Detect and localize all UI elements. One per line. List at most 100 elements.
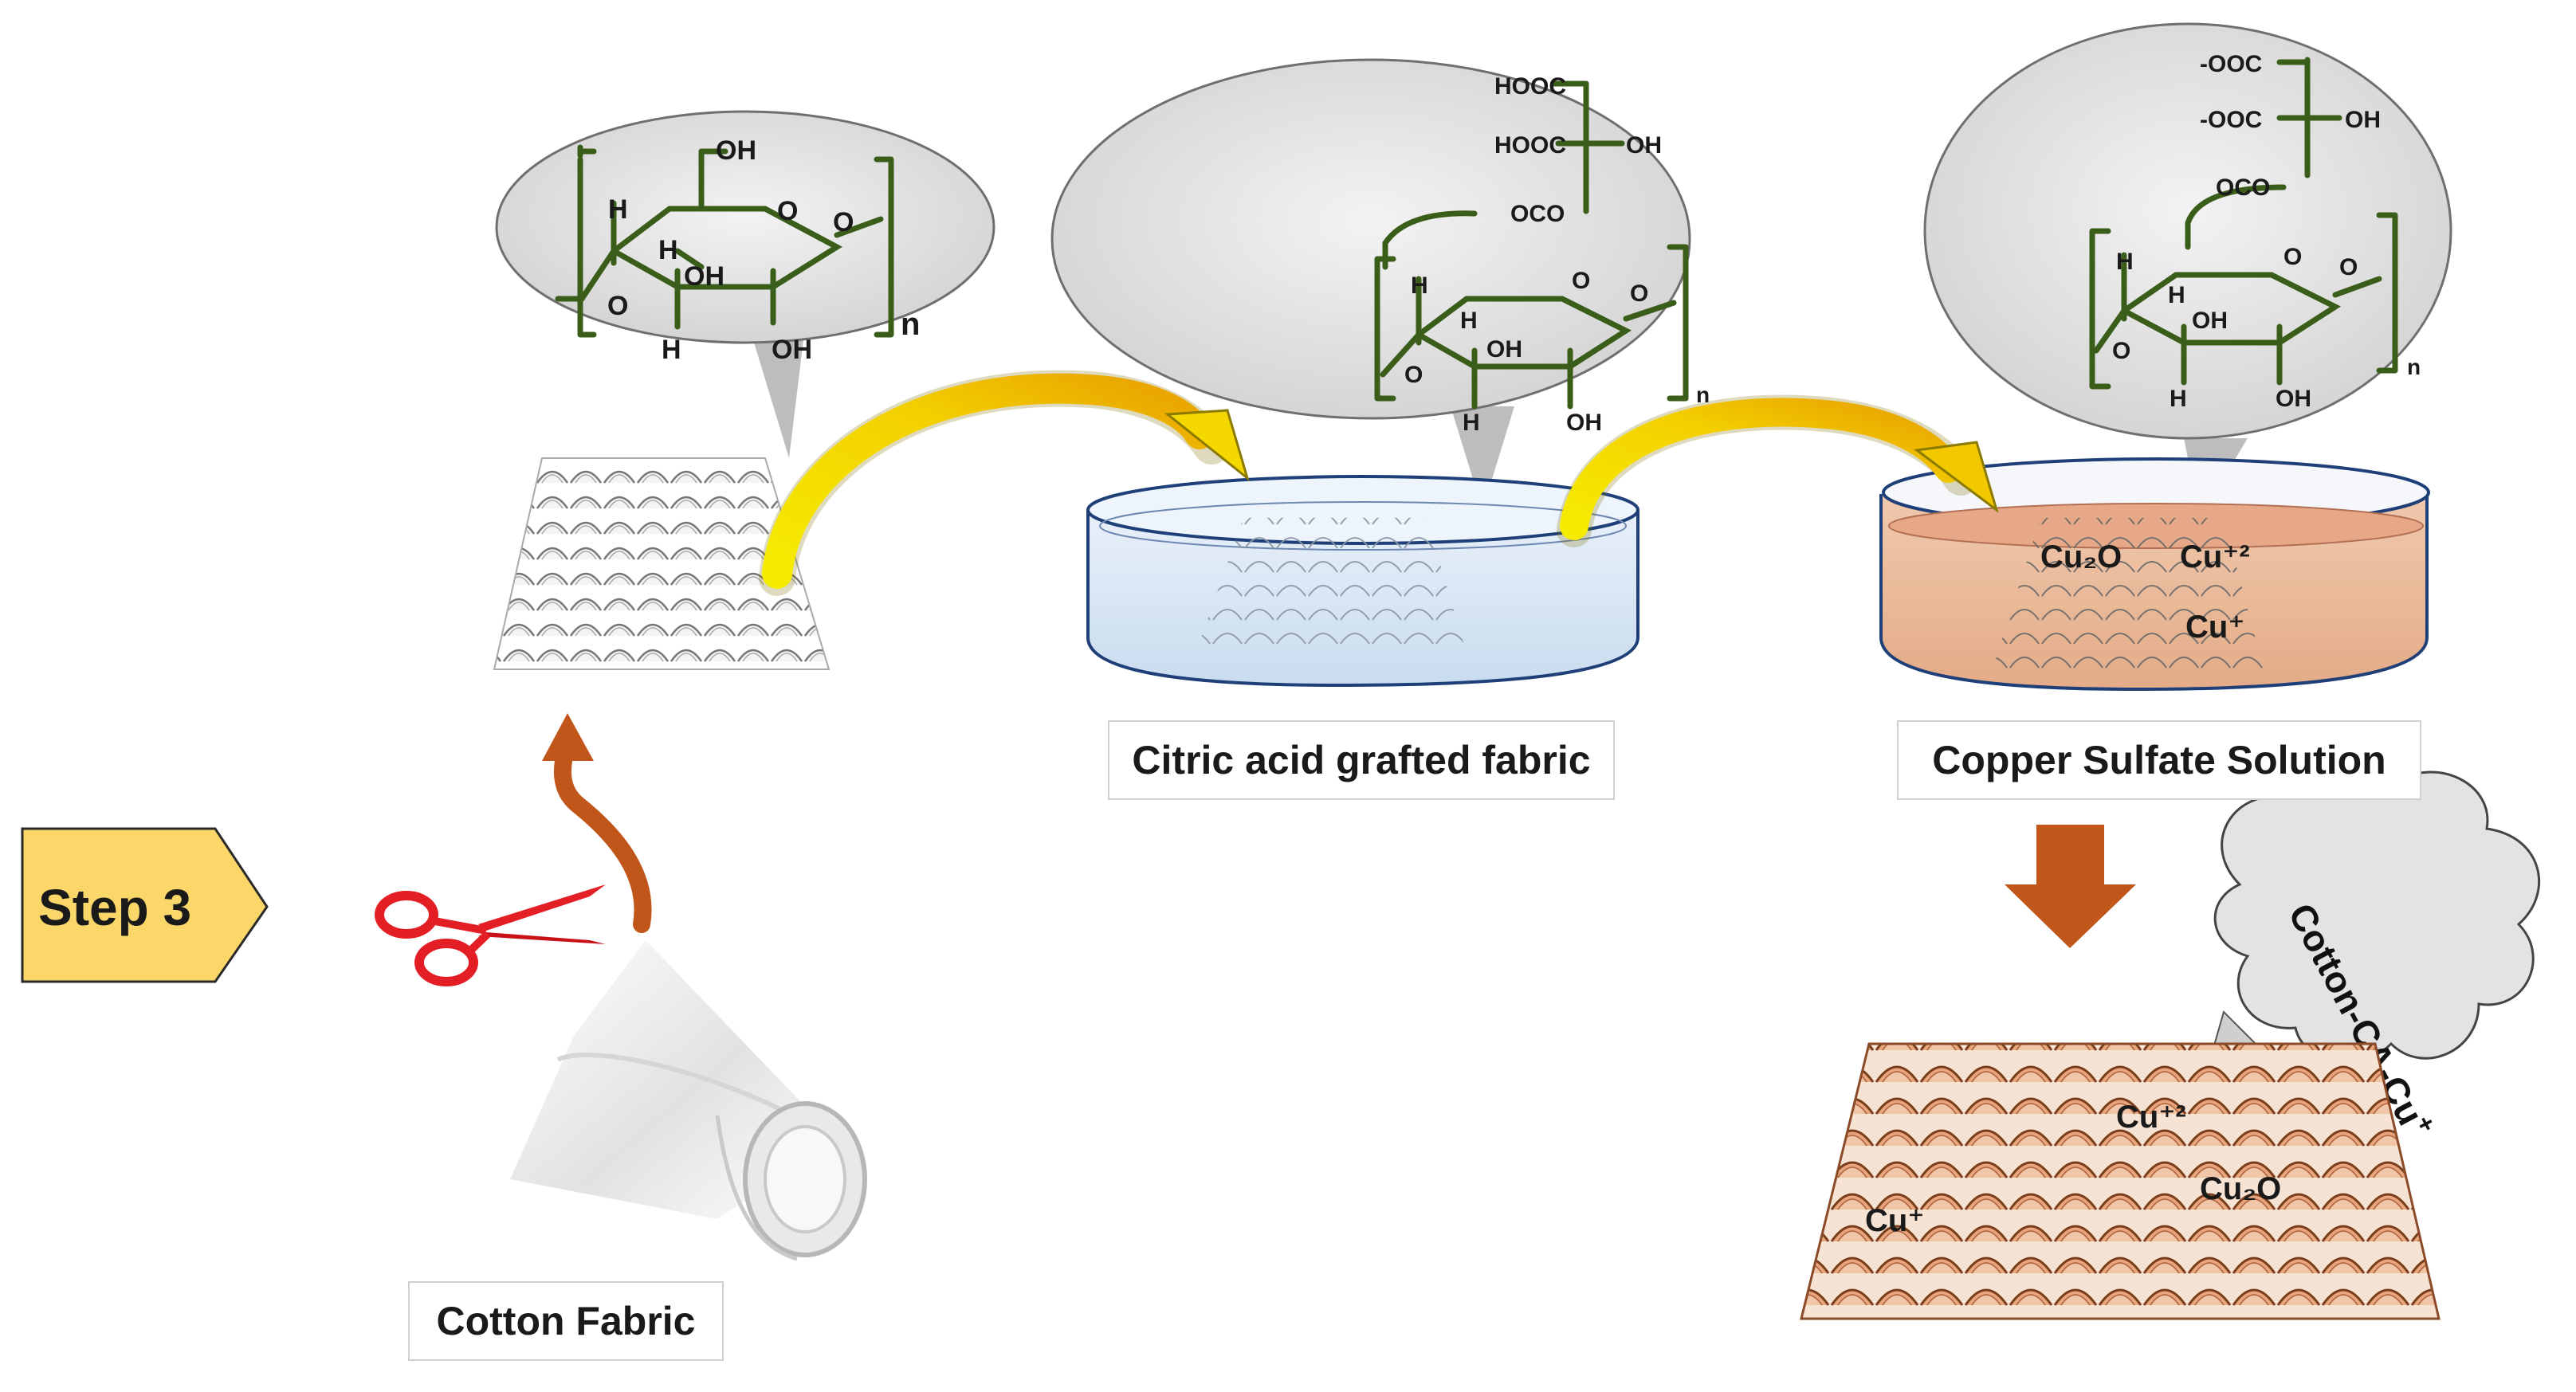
copper-fabric-sheet — [1800, 1042, 2441, 1320]
citric-hooc2: HOOC — [1494, 132, 1566, 159]
cellulose-h3: H — [662, 335, 681, 365]
step-badge — [21, 827, 269, 983]
arrow2-head — [1914, 441, 1999, 513]
citric-oco: OCO — [1510, 201, 1565, 227]
scissors-arm-2 — [463, 931, 491, 958]
orange-arrow-head — [542, 713, 594, 761]
citric-o-ring: O — [1572, 268, 1590, 294]
down-arrow — [2005, 825, 2136, 948]
orange-arrow-shaft — [553, 740, 652, 933]
citric-oco-bond — [1382, 210, 1478, 270]
cellulose-oh-bot: OH — [772, 335, 812, 365]
fabric-cu2o: Cu₂O — [2200, 1171, 2281, 1206]
citric-acid-label: Citric acid grafted fabric — [1108, 720, 1615, 800]
copper-o-link: O — [2339, 254, 2358, 280]
cellulose-h2: H — [658, 235, 678, 265]
copper-bracket-left — [2089, 228, 2111, 390]
citric-oleft-bond — [1380, 331, 1422, 378]
cellulose-oh-mid: OH — [684, 261, 724, 292]
copper-oh-side: OH — [2345, 107, 2381, 133]
citric-oh-mid: OH — [1486, 336, 1522, 363]
scissors-handle-1 — [375, 891, 438, 939]
copper-bracket-right — [2376, 212, 2398, 374]
copper-oco-bond — [2185, 184, 2287, 250]
copper-o-ring: O — [2283, 244, 2302, 270]
fabric-roll — [510, 940, 867, 1261]
copper-olink-bond — [2332, 276, 2382, 298]
orange-up-arrow — [542, 713, 652, 933]
fabric-cu2: Cu⁺² — [2116, 1100, 2186, 1135]
step-label: Step 3 — [38, 879, 192, 936]
bubble-ellipse — [495, 110, 995, 344]
arrow1-head — [1164, 409, 1250, 482]
copper-oh-bot: OH — [2276, 386, 2311, 412]
citric-oh-bot: OH — [1566, 410, 1602, 436]
submerged-fabric — [1196, 518, 1467, 653]
citric-bracket-right — [1667, 244, 1689, 402]
scissors-blade-1 — [478, 884, 606, 931]
scissors-icon — [375, 884, 606, 986]
copper-sulfate-label: Copper Sulfate Solution — [1897, 720, 2421, 800]
cellulose-n: n — [901, 307, 920, 342]
citric-n: n — [1696, 382, 1710, 407]
cellulose-oh-top: OH — [716, 135, 756, 166]
citric-oh-side: OH — [1626, 132, 1662, 159]
cotton-swatch — [493, 457, 831, 670]
yellow-arrow-2 — [1557, 394, 1999, 547]
cotton-fabric-label: Cotton Fabric — [408, 1281, 724, 1361]
solution-cu2: Cu⁺² — [2180, 539, 2250, 574]
copper-n: n — [2407, 355, 2421, 379]
roll-edge — [715, 1115, 798, 1261]
bracket-right — [874, 156, 894, 338]
copper-oco: OCO — [2216, 174, 2270, 201]
copper-oh-mid: OH — [2192, 308, 2228, 334]
citric-bracket-left — [1374, 256, 1396, 402]
citric-o-left: O — [1404, 362, 1423, 388]
arrow2-shaft — [1560, 398, 1963, 540]
cellulose-o-left: O — [607, 291, 628, 321]
citric-h1: H — [1411, 273, 1428, 299]
scissors-arm-1 — [430, 916, 487, 935]
copper-structure — [2089, 57, 2398, 390]
dish2-fabric — [1993, 518, 2264, 669]
cellulose-o-ring: O — [777, 196, 798, 226]
citric-h2: H — [1460, 308, 1478, 334]
copper-ooc1: -OOC — [2200, 51, 2262, 77]
copper-ooc2: -OOC — [2200, 107, 2262, 133]
o-left-bond — [579, 248, 617, 302]
citric-dish — [1086, 475, 1639, 688]
copper-dish: Cu₂O Cu⁺² Cu⁺ — [1879, 457, 2430, 692]
copper-h3: H — [2170, 386, 2187, 412]
copper-o-left: O — [2112, 338, 2130, 364]
copper-fabric: Cu⁺² Cu₂O Cu⁺ — [1800, 1042, 2441, 1320]
bubble-pointer — [749, 327, 805, 458]
roll-inner — [764, 1125, 846, 1233]
yellow-arrow-1 — [759, 370, 1250, 596]
bracket-left — [577, 144, 597, 338]
white-fabric — [493, 457, 831, 670]
arrow1-shaft — [762, 373, 1215, 589]
scissors-blade-2 — [478, 932, 606, 944]
citric-hooc1: HOOC — [1494, 73, 1566, 100]
citric-bubble: HOOC HOOC OH OCO O O H H OH O H OH n — [1050, 58, 1710, 510]
cellulose-h1: H — [608, 194, 628, 225]
fabric-cu1: Cu⁺ — [1865, 1203, 1924, 1238]
citric-o-link: O — [1630, 280, 1648, 307]
copper-oleft-bond — [2093, 308, 2127, 354]
solution-cu2o: Cu₂O — [2040, 539, 2122, 574]
copper-h2: H — [2168, 282, 2185, 308]
citric-structure — [1374, 80, 1689, 410]
copper-h1: H — [2116, 249, 2134, 275]
citric-h3: H — [1463, 410, 1480, 436]
citric-olink-bond — [1623, 300, 1677, 322]
copper-bubble: -OOC -OOC OH OCO O O H H OH O H OH n — [1923, 22, 2452, 518]
cellulose-o-link: O — [833, 207, 854, 237]
cellulose-structure — [555, 144, 894, 338]
o-link-bond — [834, 216, 884, 238]
oh-mid-bond — [674, 248, 705, 270]
bubble-ellipse-2 — [1050, 58, 1691, 420]
cellulose-bubble: OH O O H H OH O H OH n — [495, 110, 995, 458]
scissors-handle-2 — [414, 939, 478, 986]
